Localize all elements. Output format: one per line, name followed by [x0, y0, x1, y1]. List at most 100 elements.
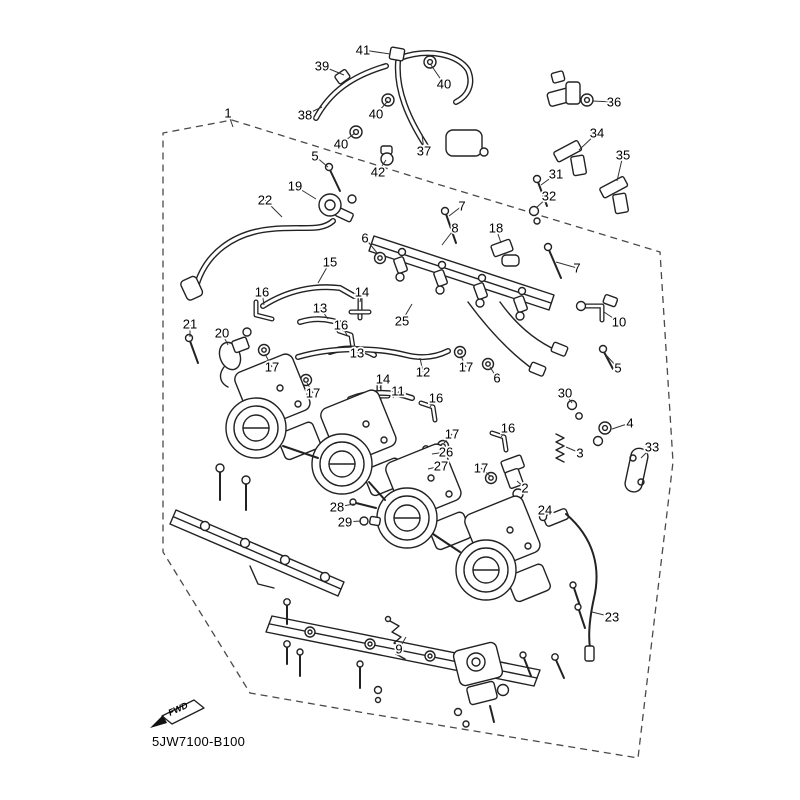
fwd-flag — [161, 699, 205, 725]
small-fasteners-bottom — [283, 598, 565, 704]
elbow-joints-16 — [253, 299, 509, 453]
orings-30 — [566, 399, 583, 420]
leader-line-6 — [489, 366, 498, 379]
part-label-17: 17 — [445, 427, 459, 442]
part-label-10: 10 — [612, 315, 626, 330]
leader-line-18 — [495, 227, 502, 244]
leader-line-29 — [344, 520, 362, 523]
part-label-17: 17 — [265, 360, 279, 375]
leader-line-17 — [460, 355, 467, 368]
leader-line-6 — [364, 237, 379, 255]
part-label-17: 17 — [474, 461, 488, 476]
leader-line-1 — [227, 112, 234, 128]
leader-line-36 — [591, 100, 615, 103]
bracket-18 — [490, 238, 520, 267]
spring-3 — [555, 433, 565, 463]
brackets-34-35 — [553, 140, 630, 215]
leader-line-17 — [306, 382, 314, 394]
part-label-5: 5 — [311, 149, 318, 164]
part-label-21: 21 — [183, 317, 197, 332]
leader-line-33 — [640, 446, 653, 459]
leader-line-42 — [377, 159, 387, 173]
leader-line-8 — [441, 227, 456, 246]
leader-line-37 — [421, 133, 425, 152]
part-label-20: 20 — [215, 326, 229, 341]
hose-12 — [295, 346, 451, 361]
screw-7-top — [440, 206, 457, 244]
part-label-39: 39 — [315, 59, 329, 74]
leader-line-27 — [427, 465, 442, 470]
leader-line-16 — [261, 291, 265, 306]
leader-line-14 — [359, 291, 363, 303]
leader-line-16 — [340, 324, 348, 336]
part-label-14: 14 — [376, 372, 390, 387]
bracket-36 — [546, 70, 594, 107]
part-label-42: 42 — [371, 165, 385, 180]
part-label-1: 1 — [224, 106, 231, 121]
part-label-27: 27 — [434, 459, 448, 474]
part-label-8: 8 — [451, 221, 458, 236]
leader-line-4 — [611, 422, 631, 430]
leader-line-17 — [264, 353, 273, 368]
injector-connectors — [467, 301, 569, 377]
leader-line-40 — [375, 100, 389, 115]
leader-line-16 — [500, 427, 509, 438]
leader-line-5 — [605, 354, 619, 369]
leader-line-31 — [540, 173, 557, 186]
diagram-code: 5JW7100-B100 — [152, 734, 245, 749]
hose-15 — [260, 284, 357, 309]
part-label-31: 31 — [549, 167, 563, 182]
part-label-6: 6 — [361, 231, 368, 246]
part-label-37: 37 — [417, 144, 431, 159]
leader-line-24 — [544, 509, 553, 517]
screws-28-29 — [349, 498, 382, 527]
leader-line-30 — [564, 392, 573, 404]
part-label-13: 13 — [313, 301, 327, 316]
part-label-14: 14 — [355, 285, 369, 300]
leader-line-25 — [401, 303, 413, 322]
assembly-boundary — [162, 119, 674, 759]
carburetor-3 — [376, 441, 474, 552]
leader-line-13 — [356, 348, 365, 354]
part-label-29: 29 — [338, 515, 352, 530]
leader-line-40 — [430, 64, 445, 85]
leader-line-10 — [603, 311, 620, 323]
leader-line-11 — [392, 390, 399, 399]
leader-line-32 — [535, 195, 550, 209]
screw-5-right — [598, 344, 614, 370]
part-label-15: 15 — [323, 255, 337, 270]
leader-line-38 — [304, 106, 323, 116]
bracket-33 — [624, 447, 649, 493]
part-label-16: 16 — [334, 318, 348, 333]
fwd-arrow-icon — [150, 715, 167, 728]
leader-line-7 — [448, 205, 463, 217]
leader-line-3 — [565, 446, 581, 454]
leader-line-17 — [443, 433, 453, 444]
leader-line-14 — [379, 378, 384, 389]
fasteners-top-right — [528, 174, 562, 279]
leader-line-2 — [516, 480, 526, 489]
part-label-2: 2 — [521, 481, 528, 496]
part-label-30: 30 — [558, 386, 572, 401]
part-label-33: 33 — [645, 440, 659, 455]
part-label-41: 41 — [356, 43, 370, 58]
part-label-40: 40 — [437, 77, 451, 92]
part-label-36: 36 — [607, 95, 621, 110]
part-label-40: 40 — [334, 137, 348, 152]
part-label-9: 9 — [395, 642, 402, 657]
leader-line-26 — [431, 451, 447, 455]
part-label-6: 6 — [493, 371, 500, 386]
leader-line-17 — [480, 467, 491, 477]
part-label-34: 34 — [590, 126, 604, 141]
part-label-17: 17 — [459, 360, 473, 375]
leader-line-28 — [336, 503, 355, 508]
part-label-19: 19 — [288, 179, 302, 194]
cable-23 — [565, 513, 598, 662]
linkage-assembly-bottom — [452, 641, 532, 728]
leader-line-19 — [294, 185, 317, 200]
cylinder-24 — [538, 508, 570, 527]
leader-line-13 — [319, 307, 329, 320]
part-label-3: 3 — [576, 446, 583, 461]
